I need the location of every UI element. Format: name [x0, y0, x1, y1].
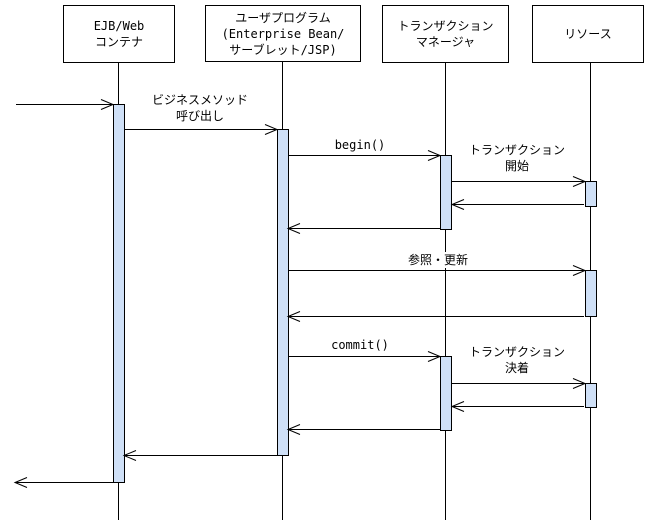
activation-ejb-web-container — [113, 104, 125, 483]
actor-ejb-web-container: EJB/Web コンテナ — [63, 5, 175, 63]
arrow-outgoing-return — [13, 477, 113, 488]
lifelines — [118, 62, 591, 520]
arrow-return-begin — [286, 223, 440, 234]
actor-resource: リソース — [532, 5, 644, 63]
message-arrows — [13, 99, 587, 488]
actor-label-line: マネージャ — [415, 35, 476, 49]
actor-user-program: ユーザプログラム (Enterprise Bean/ サーブレット/JSP) — [205, 5, 361, 62]
actor-label-line: EJB/Web — [93, 19, 145, 33]
message-label-transaction-settle: トランザクション 決着 — [466, 344, 568, 376]
activation-transaction-manager-begin — [440, 155, 452, 230]
actor-label-line: (Enterprise Bean/ — [221, 26, 345, 41]
arrow-business-method-call — [125, 124, 279, 135]
arrow-commit — [289, 351, 442, 362]
arrow-begin — [289, 150, 442, 161]
actor-label-line: リソース — [564, 27, 612, 41]
arrow-return-start — [450, 199, 584, 210]
actor-label-line: サーブレット/JSP) — [229, 42, 337, 57]
actor-label-line: トランザクション — [397, 19, 494, 33]
arrow-return-settle — [450, 401, 584, 412]
arrow-transaction-start — [452, 176, 587, 187]
activation-transaction-manager-commit — [440, 356, 452, 431]
message-label-reference-update: 参照・更新 — [405, 252, 471, 268]
arrow-transaction-settle — [452, 378, 587, 389]
arrow-return-reference-update — [286, 311, 584, 322]
arrow-reference-update — [289, 265, 587, 276]
activation-resource-update — [585, 270, 597, 317]
activation-resource-settle — [585, 383, 597, 408]
arrow-return-business-method — [122, 450, 277, 461]
arrow-return-commit — [286, 424, 440, 435]
activation-bars — [113, 104, 597, 483]
activation-user-program — [277, 129, 289, 456]
activation-resource-start — [585, 181, 597, 207]
message-label-transaction-start: トランザクション 開始 — [466, 142, 568, 174]
actor-label-line: コンテナ — [94, 35, 143, 49]
arrow-incoming-call — [16, 99, 115, 110]
message-label-begin: begin() — [332, 137, 388, 153]
actor-transaction-manager: トランザクション マネージャ — [382, 5, 509, 63]
actor-label-line: ユーザプログラム — [235, 10, 331, 25]
message-label-business-method-call: ビジネスメソッド 呼び出し — [149, 92, 251, 124]
message-label-commit: commit() — [329, 337, 391, 353]
